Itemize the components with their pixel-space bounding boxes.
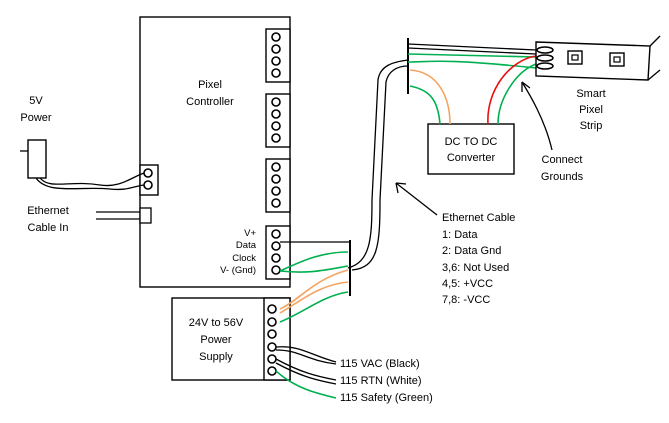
smart-strip-label-2: Pixel <box>579 104 603 116</box>
top-wiring <box>407 43 537 125</box>
ethernet-pin-5: 7,8: -VCC <box>442 294 490 306</box>
dc-converter-label-2: Converter <box>447 152 496 164</box>
pin-label-clock: Clock <box>232 253 256 264</box>
power-5v-label-1: 5V <box>29 95 43 107</box>
controller-terminal-block-1 <box>265 28 291 83</box>
ethernet-pin-1: 1: Data <box>442 229 478 241</box>
pin-label-data: Data <box>236 240 257 251</box>
connect-grounds-arrow <box>521 81 553 151</box>
ethernet-pin-4: 4,5: +VCC <box>442 278 493 290</box>
smart-strip-label-1: Smart <box>576 88 605 100</box>
pixel-controller-box <box>139 16 291 288</box>
controller-terminal-block-2 <box>265 93 291 148</box>
ethernet-in-label-1: Ethernet <box>27 205 69 217</box>
power-supply-terminals <box>263 297 291 381</box>
pixel-controller-label-1: Pixel <box>198 79 222 91</box>
dc-converter-label-1: DC TO DC <box>445 136 498 148</box>
ethernet-pin-3: 3,6: Not Used <box>442 262 509 274</box>
ac-label-white: 115 RTN (White) <box>340 375 422 387</box>
psu-output-wires <box>279 269 349 323</box>
ethernet-cable-title: Ethernet Cable <box>442 212 515 224</box>
pin-label-gnd: V- (Gnd) <box>220 265 256 276</box>
ac-label-green: 115 Safety (Green) <box>340 392 433 404</box>
connect-grounds-label-1: Connect <box>542 154 583 166</box>
ac-label-black: 115 VAC (Black) <box>340 358 420 370</box>
power-supply-label-3: Supply <box>199 351 233 363</box>
controller-ethernet-jack <box>139 207 152 224</box>
ethernet-pin-2: 2: Data Gnd <box>442 245 501 257</box>
power-supply-label-2: Power <box>200 334 232 346</box>
connect-grounds-label-2: Grounds <box>541 171 584 183</box>
ac-input-wires <box>275 346 337 399</box>
controller-power-terminal <box>139 164 159 196</box>
smart-strip-label-3: Strip <box>580 120 603 132</box>
smart-pixel-strip <box>535 35 661 81</box>
power-5v-label-2: Power <box>20 112 52 124</box>
ethernet-in-cable <box>96 211 140 220</box>
ethernet-cable-arrow <box>395 182 438 216</box>
ethernet-cable-run <box>347 59 409 271</box>
power-supply-label-1: 24V to 56V <box>189 317 244 329</box>
power-adapter-icon <box>20 139 145 191</box>
pin-label-vplus: V+ <box>244 228 256 239</box>
ethernet-in-label-2: Cable In <box>28 222 69 234</box>
pixel-controller-label-2: Controller <box>186 96 234 108</box>
controller-output-terminal-block <box>265 225 291 280</box>
dc-converter-box <box>427 123 515 175</box>
controller-terminal-block-3 <box>265 158 291 213</box>
